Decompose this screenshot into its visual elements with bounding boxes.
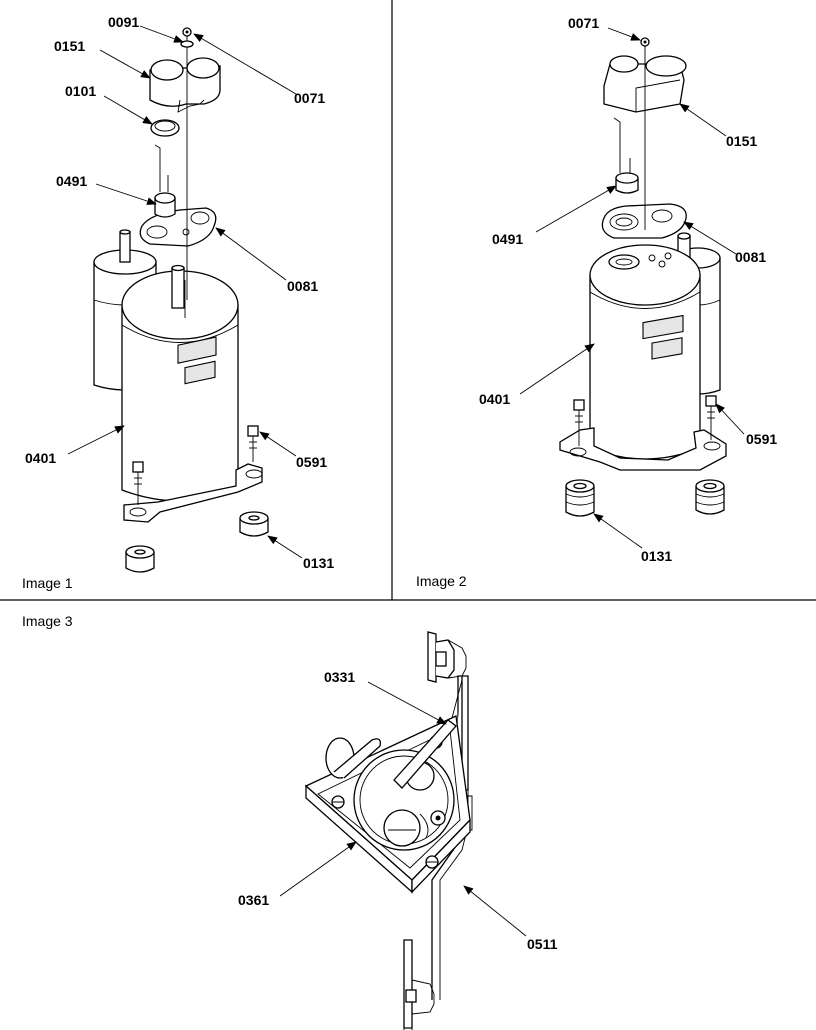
base-plate-2 (559, 427, 727, 471)
grommet-0131-left (125, 545, 155, 573)
overload-0491-1 (154, 144, 176, 218)
image-3-panel: Image 3 (22, 613, 558, 1030)
label-0151: 0151 (54, 38, 85, 54)
screw-0071-1 (182, 27, 192, 300)
label-0511: 0511 (527, 936, 558, 952)
label-0401-2: 0401 (479, 391, 510, 407)
label-0071-2: 0071 (568, 15, 599, 31)
image-2-panel: Image 2 (416, 15, 777, 589)
grommet-0131-right-2 (695, 479, 725, 515)
grommet-0131-right (239, 511, 269, 537)
leaders-3 (279, 681, 527, 937)
bolt-0591-left-2 (573, 399, 585, 446)
washer-0091 (180, 40, 194, 48)
overload-0491-2 (613, 117, 639, 194)
bolt-0591-right (247, 425, 259, 462)
label-0091: 0091 (108, 14, 139, 30)
label-0591-2: 0591 (746, 431, 777, 447)
label-0331: 0331 (324, 669, 355, 685)
gasket-0081-2 (601, 203, 687, 239)
screw-0071-2 (640, 37, 650, 230)
image-3-label: Image 3 (22, 613, 73, 629)
bolt-0591-right-2 (705, 395, 717, 440)
panel-dividers (0, 0, 816, 601)
leaders-2 (519, 27, 745, 549)
image-2-label: Image 2 (416, 573, 467, 589)
gasket-0081-1 (139, 207, 217, 247)
label-0491-2: 0491 (492, 231, 523, 247)
label-0151-2: 0151 (726, 133, 757, 149)
label-0131: 0131 (303, 555, 334, 571)
image-1-label: Image 1 (22, 575, 73, 591)
label-0081: 0081 (287, 278, 318, 294)
compressor-body-2 (589, 244, 701, 460)
label-0071: 0071 (294, 90, 325, 106)
bolt-0591-left (132, 461, 144, 505)
terminal-cover-0151-2 (603, 55, 687, 113)
label-0401: 0401 (25, 450, 56, 466)
image-1-panel: Image 1 (22, 14, 334, 591)
ring-0101 (150, 119, 180, 137)
compressor-top-view (353, 749, 455, 851)
leaders-1 (67, 25, 303, 559)
label-0361: 0361 (238, 892, 269, 908)
label-0081-2: 0081 (735, 249, 766, 265)
label-0491: 0491 (56, 173, 87, 189)
compressor-body-1 (121, 264, 239, 502)
base-plate-1 (123, 463, 263, 523)
label-0101: 0101 (65, 83, 96, 99)
terminal-cover-0151-1 (149, 57, 221, 113)
label-0131-2: 0131 (641, 548, 672, 564)
grommet-0131-left-2 (565, 479, 595, 517)
label-0591: 0591 (296, 454, 327, 470)
tube-0331 (325, 679, 463, 789)
